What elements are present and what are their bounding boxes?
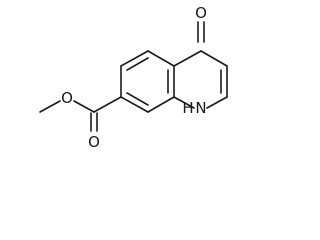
bond-n1-c8a: [173, 96, 195, 109]
bond-c8-c8a: [147, 96, 175, 113]
nitrogen-hydrogen-label: H: [182, 99, 193, 117]
bond-c7-carbonyl: [93, 96, 122, 113]
bond-c4a-c5: [147, 50, 175, 67]
bond-c7-c8: [120, 96, 149, 113]
carbonyl-oxygen-label: O: [88, 133, 100, 151]
bond-c5-c6: [120, 50, 149, 67]
bond-c2-n1: [206, 96, 228, 109]
bond-c4-c3: [200, 50, 228, 67]
ring-nitrogen-label: N: [195, 99, 206, 117]
bond-c4a-c4: [173, 50, 202, 67]
bond-c5-c6-inner: [126, 57, 149, 71]
quinolone-ester-structure: O O O N H: [39, 4, 228, 151]
ketone-oxygen-label: O: [195, 4, 207, 22]
atom-labels: O O O N H: [61, 4, 207, 151]
ester-oxygen-label: O: [61, 89, 73, 107]
bond-ester-o-methyl: [39, 100, 61, 113]
bond-c7-c8-inner: [126, 92, 149, 106]
bond-carbonyl-ester-o: [73, 100, 95, 113]
bonds: [39, 21, 228, 132]
